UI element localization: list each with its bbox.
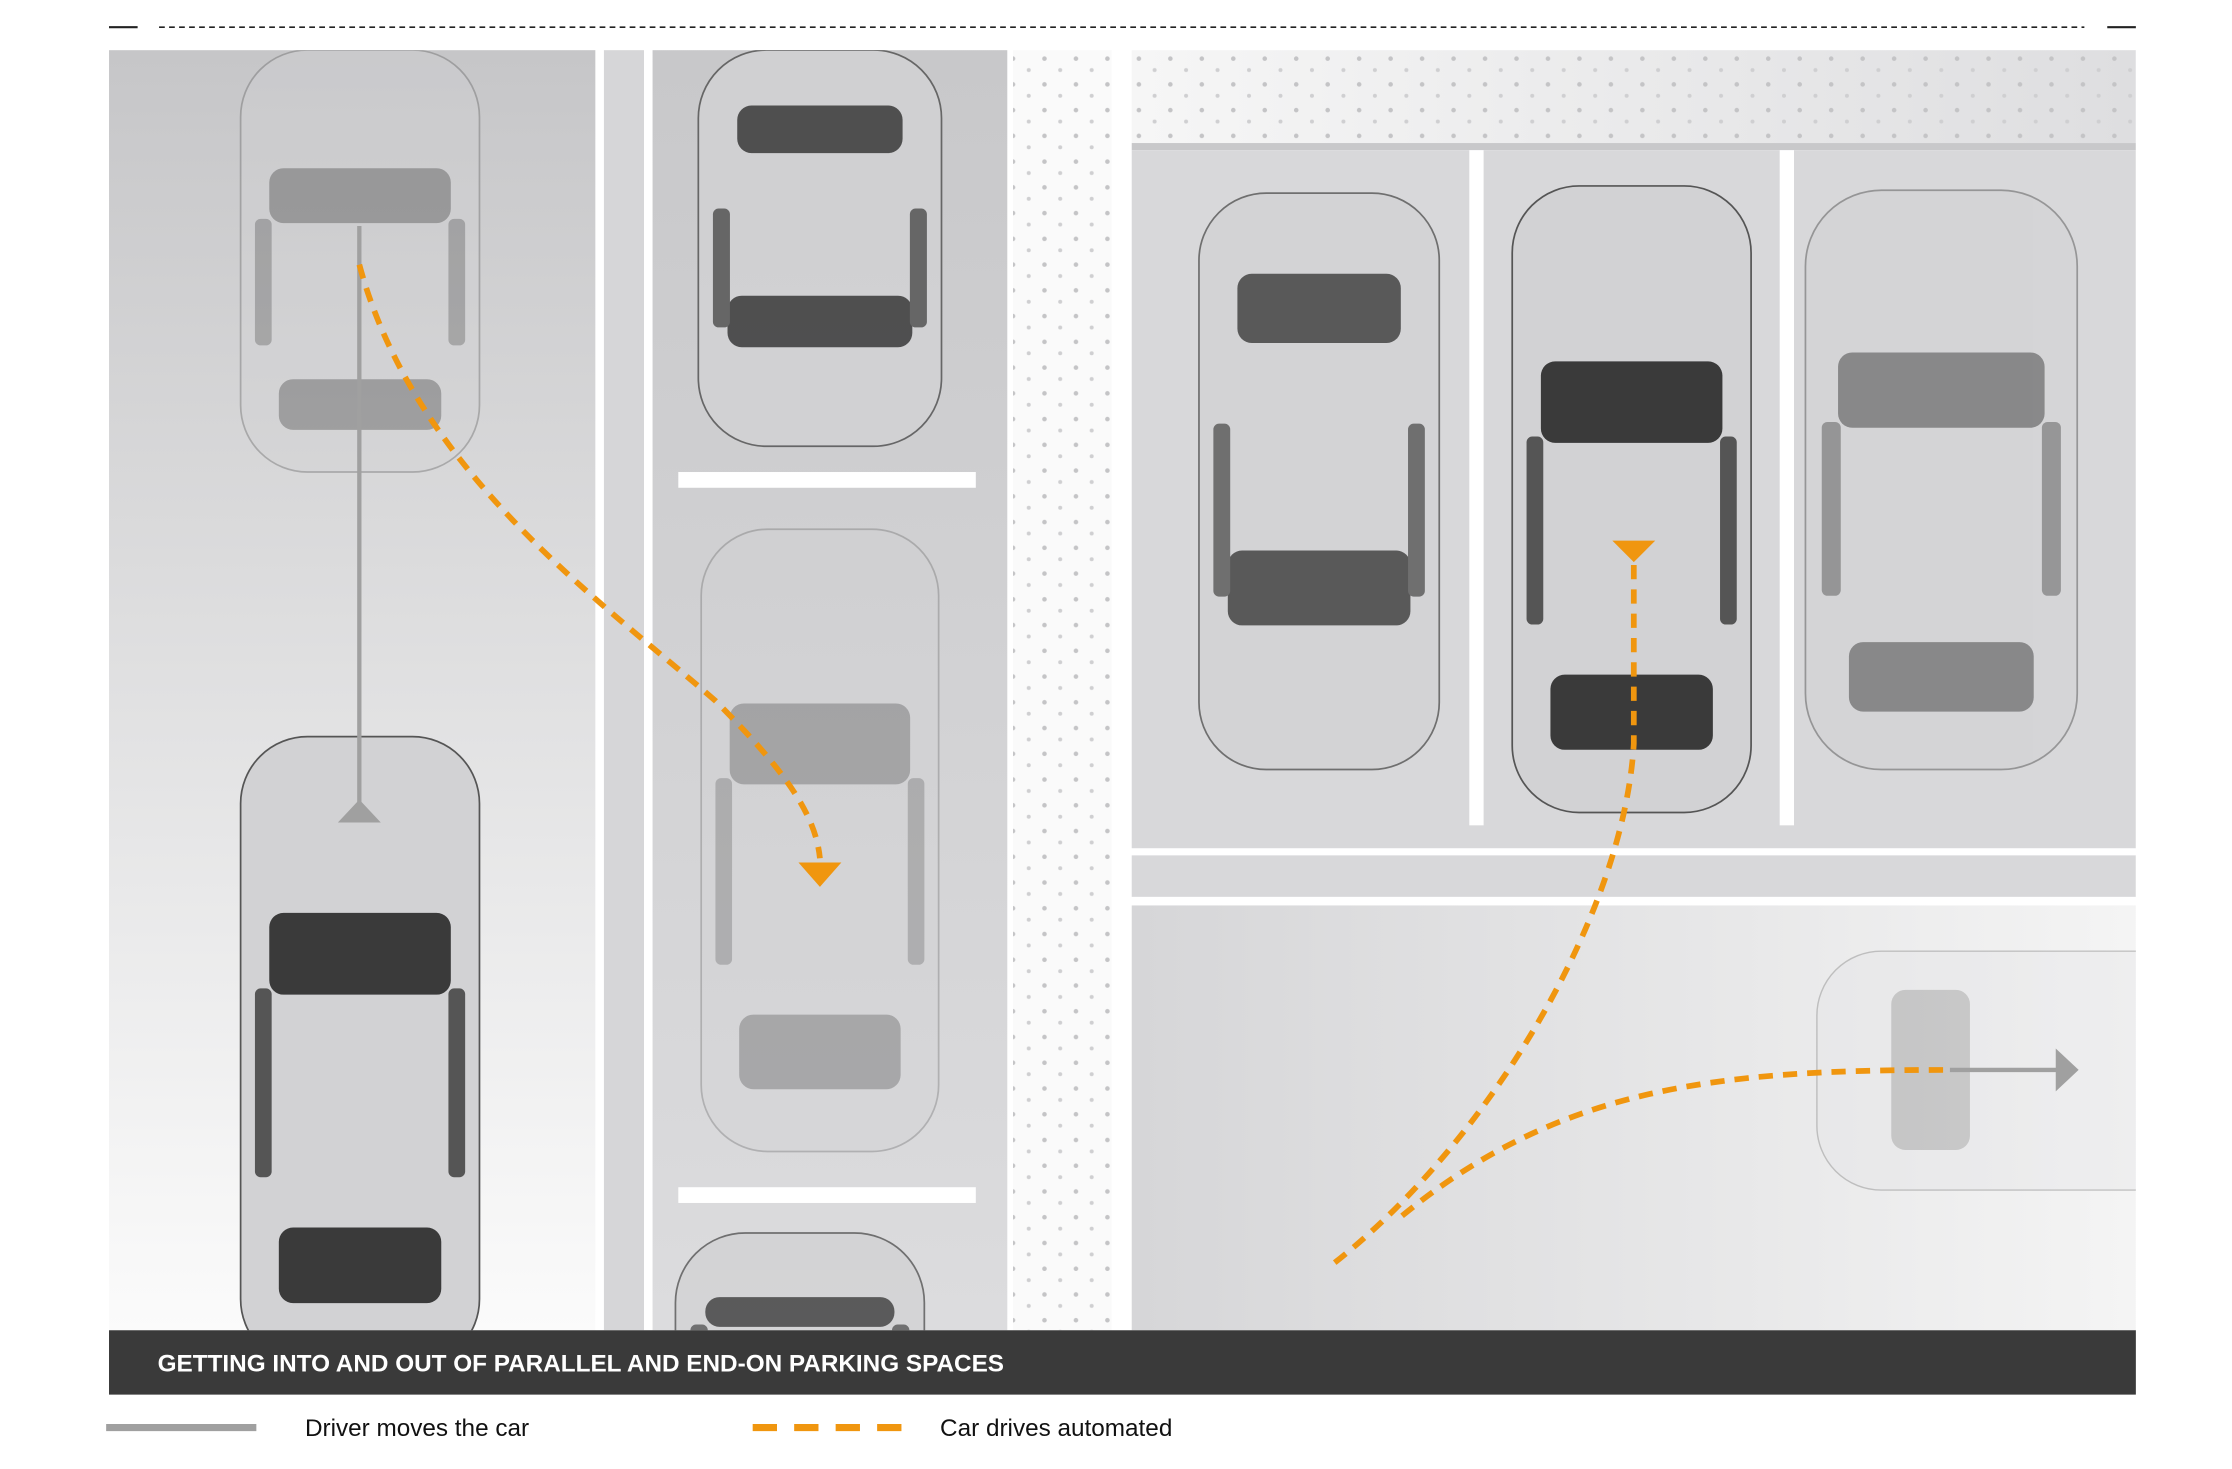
bay-divider (1779, 150, 1794, 826)
automated-path (356, 263, 1946, 1269)
bay-divider (1469, 150, 1484, 826)
car-icon (674, 1232, 926, 1331)
bay-line (678, 472, 976, 488)
curb-strip (603, 50, 644, 1331)
driver-path (337, 226, 2079, 1092)
caption-title: GETTING INTO AND OUT OF PARALLEL AND END… (158, 1351, 1004, 1378)
car-icon (697, 50, 943, 448)
car-icon (1511, 185, 1752, 814)
car-icon (700, 528, 940, 1153)
arrow-head-icon (1612, 540, 1656, 563)
access-road (1131, 905, 2136, 1331)
scene (109, 50, 2136, 1331)
car-icon (239, 735, 481, 1331)
legend-driver-label: Driver moves the car (305, 1415, 529, 1442)
legend-automated-label: Car drives automated (940, 1415, 1172, 1442)
caption-banner (109, 1330, 2136, 1395)
bay-line (678, 1187, 976, 1203)
car-icon (1804, 189, 2079, 771)
arrow-head-icon (798, 862, 842, 887)
car-icon (1198, 192, 1441, 771)
